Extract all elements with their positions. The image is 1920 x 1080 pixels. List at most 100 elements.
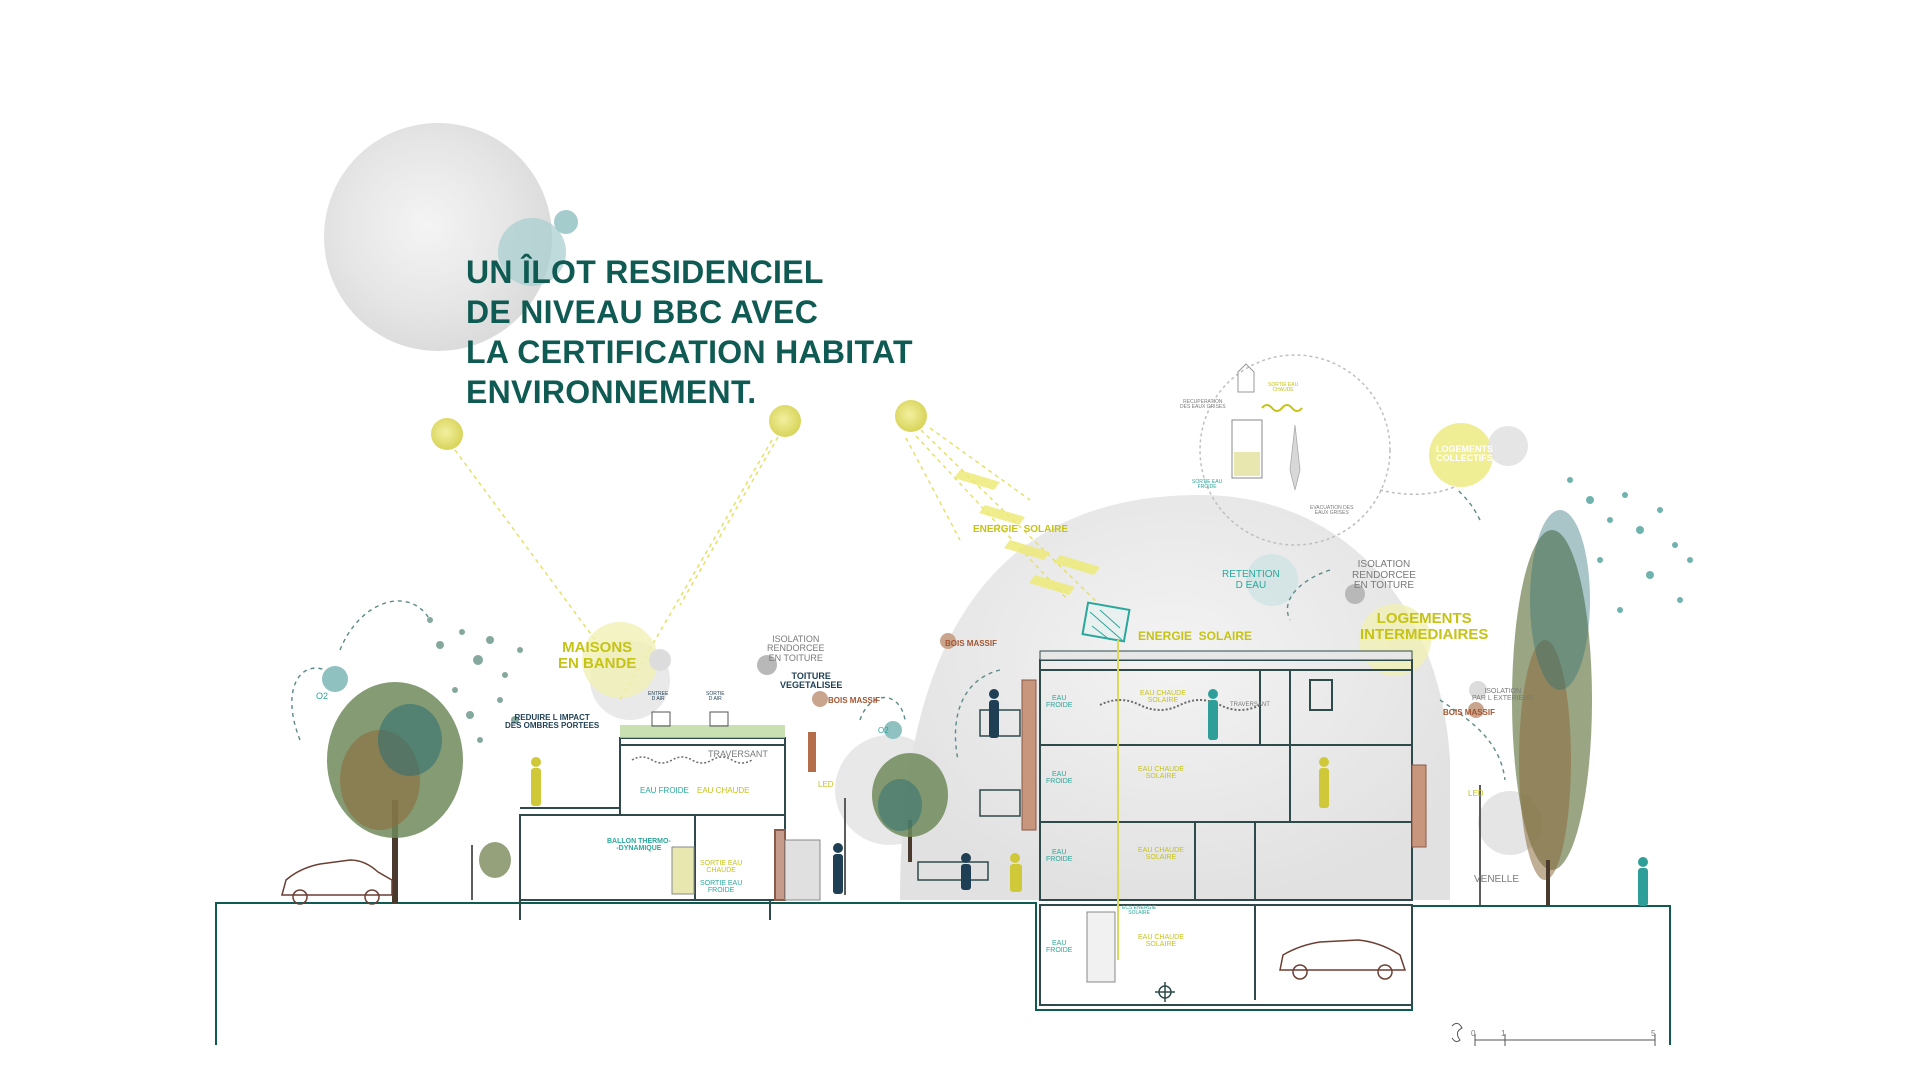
label-entree-air: ENTREE D AIR xyxy=(648,691,669,703)
inset-tank-fill xyxy=(1234,452,1260,476)
sun-mid xyxy=(769,405,801,437)
o2-dot-mid xyxy=(884,721,902,739)
label-energie-solaire-panel: ENERGIE SOLAIRE xyxy=(1138,629,1253,643)
label-sortie-eau-froide-inset: SORTIE EAU FROIDE xyxy=(1192,479,1223,491)
isolation-dot-left xyxy=(757,655,777,675)
label-traversant-right: TRAVERSANT xyxy=(1230,702,1270,708)
label-eau-chaude-solaire-1: EAU CHAUDE SOLAIRE xyxy=(1140,690,1186,705)
label-eau-froide-left: EAU FROIDE xyxy=(640,786,689,795)
label-retention-eau: RETENTION D EAU xyxy=(1222,569,1280,591)
balcony-upper xyxy=(979,709,1021,737)
sun-right xyxy=(895,400,927,432)
label-o2-mid: O2 xyxy=(878,726,889,735)
scale-bar xyxy=(1451,1022,1656,1046)
tree-left xyxy=(327,682,463,903)
label-logements-collectifs: LOGEMENTS COLLECTIFS xyxy=(1436,444,1494,464)
sun-left xyxy=(431,418,463,450)
label-reduire-impact: REDUIRE L IMPACT DES OMBRES PORTEES xyxy=(505,713,600,731)
label-bois-massif-1: BOIS MASSIF xyxy=(945,639,998,648)
title-line: LA CERTIFICATION HABITAT xyxy=(466,334,913,370)
label-eau-chaude-solaire-4: EAU CHAUDE SOLAIRE xyxy=(1138,934,1184,949)
car-left xyxy=(281,859,393,905)
solar-panel xyxy=(1081,601,1131,643)
label-toiture-vegetalisee: TOITURE VEGETALISEE xyxy=(780,671,843,691)
isolation-dot-right xyxy=(1345,584,1365,604)
label-ecs-energie-solaire: ECS ENERGIE SOLAIRE xyxy=(1122,905,1157,917)
label-sortie-eau-chaude-inset: SORTIE EAU CHAUDE xyxy=(1268,382,1299,394)
traversant-wave-right xyxy=(1099,699,1261,711)
garden-bench xyxy=(917,861,989,881)
inset-arrow xyxy=(1379,484,1459,496)
maisons-en-bande-building xyxy=(519,737,821,920)
label-led-left: LED xyxy=(818,780,834,789)
label-isolation-toiture-left: ISOLATION RENDORCEE EN TOITURE xyxy=(767,634,825,663)
cloud-bubble-large xyxy=(324,123,552,351)
label-eau-froide-r4: EAU FROIDE xyxy=(1046,940,1073,955)
label-recuperation: RECUPERATION DES EAUX GRISES xyxy=(1180,399,1226,411)
label-sortie-air: SORTIE D AIR xyxy=(706,691,725,703)
label-o2-left: O2 xyxy=(316,691,329,701)
title-line: DE NIVEAU BBC AVEC xyxy=(466,294,819,330)
label-bois-massif-2: BOIS MASSIF xyxy=(828,696,881,705)
label-maisons-en-bande: MAISONS EN BANDE xyxy=(558,639,637,672)
logements-collectifs-bubble-grey xyxy=(1488,426,1528,466)
label-bois-massif-3: BOIS MASSIF xyxy=(1443,708,1496,717)
bois-dot-3 xyxy=(1468,702,1484,718)
bois-dot-1 xyxy=(940,633,956,649)
inset-evacuation xyxy=(1289,424,1301,491)
label-eau-chaude-solaire-2: EAU CHAUDE SOLAIRE xyxy=(1138,766,1184,781)
solar-ray-arrows xyxy=(954,470,1100,595)
small-tree-house xyxy=(479,842,511,878)
roof-right xyxy=(1039,650,1413,661)
maisons-dot xyxy=(649,649,671,671)
teal-bubble-small xyxy=(554,210,578,234)
label-isolation-toiture-right: ISOLATION RENDORCEE EN TOITURE xyxy=(1352,559,1416,591)
label-eau-froide-r2: EAU FROIDE xyxy=(1046,771,1073,786)
crosshair xyxy=(1155,982,1175,1002)
leaves-scatter-right xyxy=(1567,477,1693,613)
retention-bubble xyxy=(1246,554,1298,606)
maisons-bubble xyxy=(582,622,658,698)
traversant-wave-left xyxy=(631,756,753,764)
scale-label-0: 0 xyxy=(1471,1029,1476,1038)
logements-collectifs-bubble xyxy=(1429,423,1493,487)
label-isolation-exterieur: ISOLATION PAR L EXTERIEUR xyxy=(1472,688,1534,703)
balcony-lower xyxy=(979,789,1021,817)
tree-mid xyxy=(872,753,948,862)
greywater-inset-circle xyxy=(1199,354,1391,546)
page-title: UN ÎLOT RESIDENCIEL DE NIVEAU BBC AVEC L… xyxy=(466,252,1026,412)
label-venelle: VENELLE xyxy=(1474,874,1520,885)
inset-vent xyxy=(1237,363,1255,393)
car-right xyxy=(1279,939,1407,980)
label-traversant-left: TRAVERSANT xyxy=(708,749,768,759)
people xyxy=(531,689,1648,906)
title-line: UN ÎLOT RESIDENCIEL xyxy=(466,254,824,290)
label-eau-chaude-solaire-3: EAU CHAUDE SOLAIRE xyxy=(1138,847,1184,862)
label-eau-froide-r3: EAU FROIDE xyxy=(1046,849,1073,864)
o2-dot-left xyxy=(322,666,348,692)
inset-tank xyxy=(1231,419,1263,479)
inset-wave xyxy=(1261,404,1303,412)
label-logements-intermediaires: LOGEMENTS INTERMEDIAIRES xyxy=(1360,610,1489,643)
sortie-air-box xyxy=(709,711,729,727)
entree-air-box xyxy=(651,711,671,727)
bois-panel-right-1 xyxy=(1021,679,1037,831)
bois-panel-right-2 xyxy=(1411,764,1427,848)
bois-dot-2 xyxy=(812,691,828,707)
label-energie-solaire-rays: ENERGIE SOLAIRE xyxy=(973,524,1069,535)
flow-arrows xyxy=(291,489,1506,781)
green-roof-left xyxy=(620,725,785,738)
solar-tank xyxy=(1086,911,1116,983)
label-ballon: BALLON THERMO- -DYNAMIQUE xyxy=(607,838,671,853)
scale-label-1: 1 xyxy=(1501,1029,1506,1038)
teal-bubble xyxy=(498,218,566,286)
scale-label-5: 5 xyxy=(1651,1029,1656,1038)
label-eau-chaude-left: EAU CHAUDE xyxy=(697,786,750,795)
dome-cloud xyxy=(900,495,1450,900)
title-line: ENVIRONNEMENT. xyxy=(466,374,757,410)
ground-line xyxy=(215,902,1671,1045)
leaves-scatter-left xyxy=(427,617,523,743)
label-sortie-eau-froide-left: SORTIE EAU FROIDE xyxy=(700,880,743,895)
